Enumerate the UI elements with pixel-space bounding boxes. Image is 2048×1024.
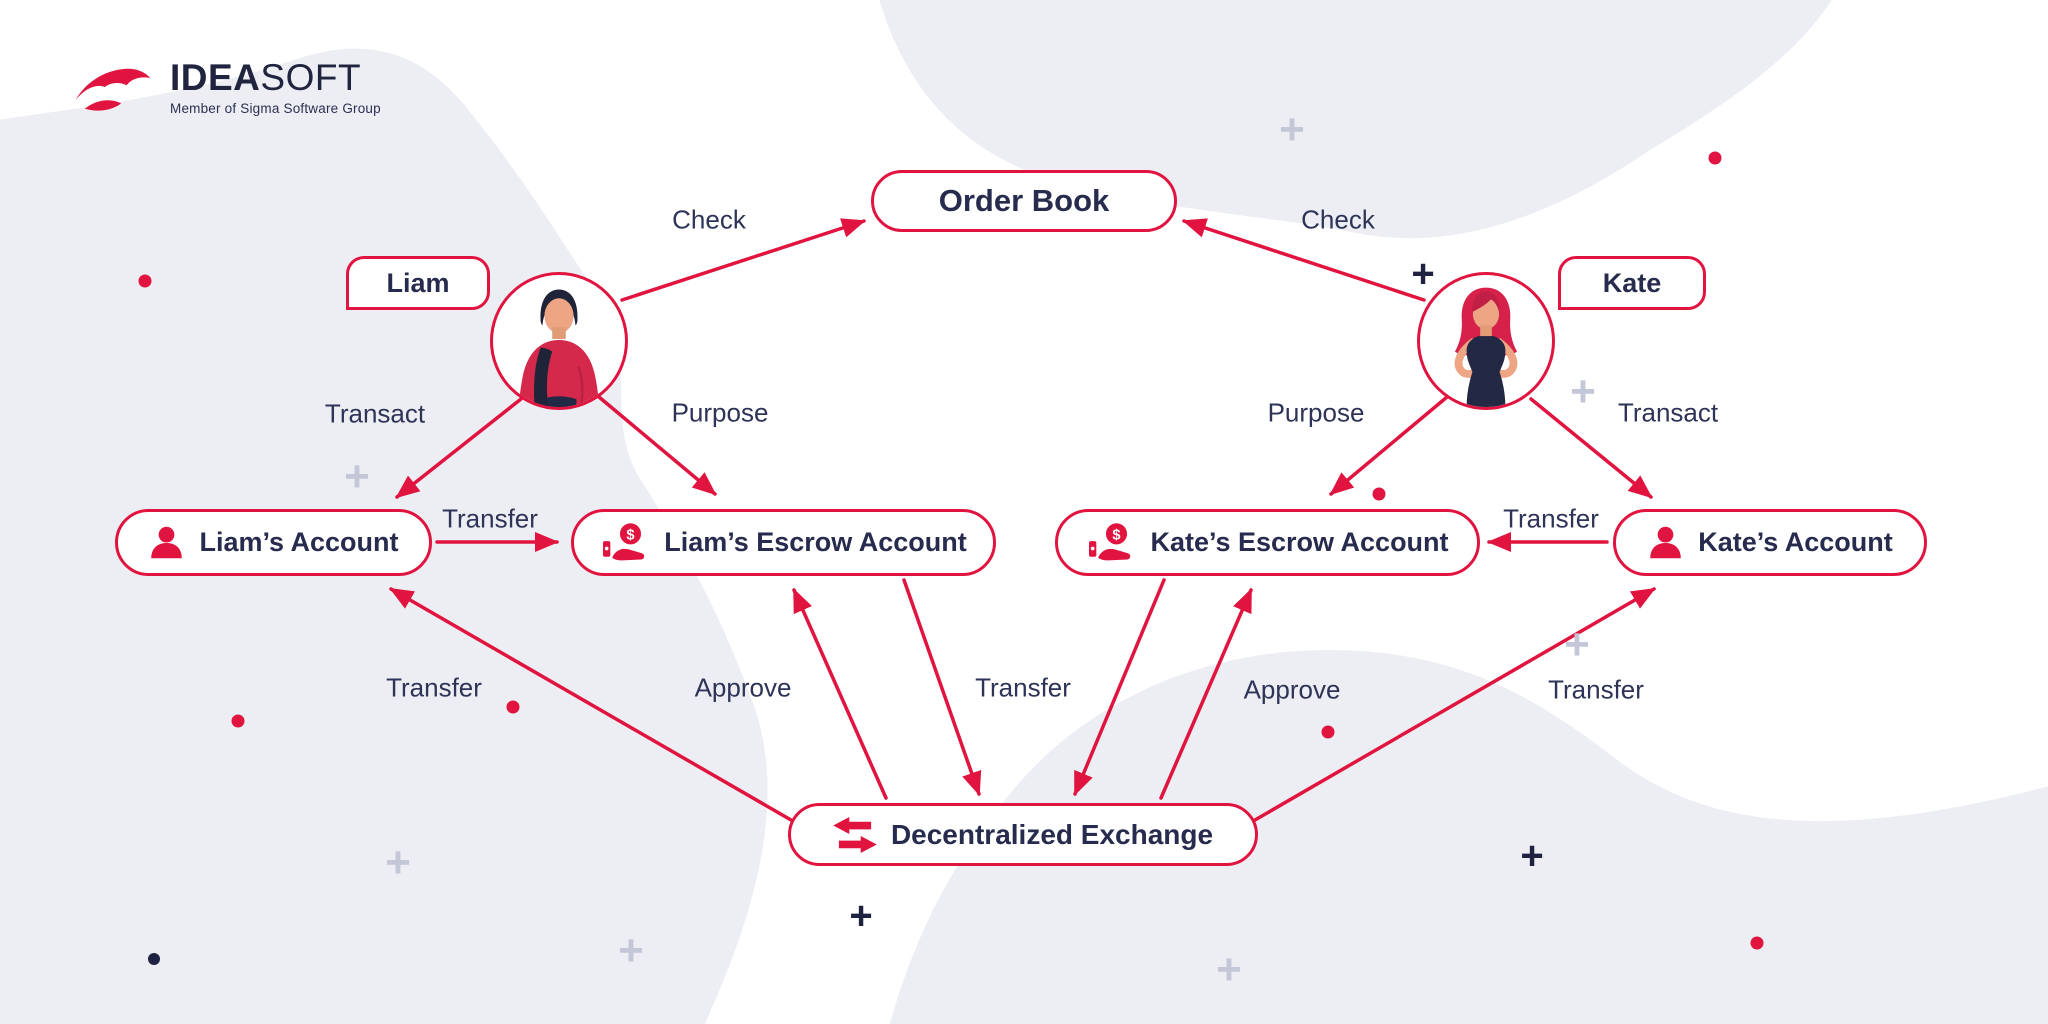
red-dot <box>138 274 152 288</box>
edge-label-transfer-dex-liam: Transfer <box>386 672 482 703</box>
red-dot <box>231 714 245 728</box>
dex-label: Decentralized Exchange <box>890 818 1214 850</box>
edge-label-transfer-kate-accounts: Transfer <box>1503 503 1599 534</box>
red-dot <box>506 700 520 714</box>
node-liam-escrow-account: $ Liam’s Escrow Account <box>571 509 996 576</box>
arrow-check-left <box>620 218 866 302</box>
node-decentralized-exchange: Decentralized Exchange <box>788 803 1258 866</box>
liam-account-label: Liam’s Account <box>199 527 399 557</box>
liam-escrow-label: Liam’s Escrow Account <box>664 527 967 557</box>
logo-tagline: Member of Sigma Software Group <box>170 100 381 116</box>
arrows <box>389 218 1656 822</box>
node-liam-account: Liam’s Account <box>115 509 432 576</box>
liam-illustration <box>519 289 599 407</box>
liam-avatar <box>490 272 628 410</box>
ideasoft-logo: IDEASOFT Member of Sigma Software Group <box>72 58 381 116</box>
arrow-approve-right <box>1159 588 1253 800</box>
plus-icon: + <box>1216 945 1242 994</box>
arrow-transfer-kate-escrow-to-dex <box>1073 578 1166 796</box>
plus-icon: + <box>849 894 873 938</box>
edge-label-transfer-escrows-dex: Transfer <box>975 672 1071 703</box>
logo-wordmark: IDEASOFT <box>170 59 381 96</box>
red-dot <box>1750 936 1764 950</box>
plus-icon: + <box>1564 620 1590 669</box>
plus-icon: + <box>1279 105 1305 154</box>
logo-brand-light: SOFT <box>260 56 362 98</box>
edge-label-transact-right: Transact <box>1617 397 1719 428</box>
plus-icon: + <box>1520 834 1544 878</box>
edge-label-approve-left: Approve <box>694 672 792 703</box>
red-dot <box>1708 151 1722 165</box>
swap-arrows-icon <box>833 816 877 853</box>
arrow-transact-right <box>1529 397 1653 499</box>
arrow-approve-left <box>792 588 888 800</box>
node-kate-account: Kate’s Account <box>1613 509 1927 576</box>
user-icon <box>148 524 185 561</box>
arrow-transfer-dex-to-liam-account <box>389 587 793 822</box>
plus-icon: + <box>1570 367 1596 416</box>
dollar-symbol: $ <box>1113 527 1121 543</box>
plus-icon: + <box>1411 252 1435 296</box>
node-order-book: Order Book <box>871 170 1177 232</box>
node-liam-name-tag: Liam <box>346 256 490 310</box>
plus-icon: + <box>344 452 370 501</box>
user-icon <box>1647 524 1684 561</box>
arrow-transfer-dex-to-kate-account <box>1253 587 1656 822</box>
red-dot <box>1321 725 1335 739</box>
arrow-purpose-right <box>1329 395 1449 496</box>
kate-account-label: Kate’s Account <box>1698 527 1893 557</box>
hand-coin-icon: $ <box>600 521 650 565</box>
liam-tag-label: Liam <box>386 267 450 298</box>
kate-escrow-label: Kate’s Escrow Account <box>1150 527 1449 557</box>
node-kate-name-tag: Kate <box>1558 256 1706 310</box>
dollar-symbol: $ <box>627 527 635 543</box>
arrow-check-right <box>1182 218 1426 302</box>
order-book-label: Order Book <box>938 183 1110 218</box>
logo-text: IDEASOFT Member of Sigma Software Group <box>170 59 381 116</box>
edge-label-purpose-right: Purpose <box>1267 397 1365 428</box>
edge-label-transfer-dex-kate: Transfer <box>1548 674 1644 705</box>
red-dot <box>1372 487 1386 501</box>
arrow-transfer-liam-escrow-to-dex <box>902 578 982 796</box>
edge-label-transfer-liam-accounts: Transfer <box>442 503 538 534</box>
plus-icon: + <box>618 926 644 975</box>
background-blob-bottom-right <box>889 650 2048 1024</box>
dark-dot <box>148 953 160 965</box>
kate-illustration <box>1454 287 1518 407</box>
edge-label-transact-left: Transact <box>324 398 426 429</box>
edge-label-approve-right: Approve <box>1243 674 1341 705</box>
kate-avatar <box>1417 272 1555 410</box>
hand-coin-icon: $ <box>1086 521 1136 565</box>
arrow-purpose-left <box>597 395 717 496</box>
logo-brand-bold: IDEA <box>170 56 261 98</box>
edge-label-check-right: Check <box>1301 204 1375 235</box>
edge-label-check-left: Check <box>672 204 746 235</box>
swallow-bird-logo-icon <box>72 58 154 116</box>
kate-tag-label: Kate <box>1602 267 1662 298</box>
node-kate-escrow-account: $ Kate’s Escrow Account <box>1055 509 1480 576</box>
arrow-transact-left <box>395 397 523 499</box>
plus-icon: + <box>385 838 411 887</box>
edge-label-purpose-left: Purpose <box>671 397 769 428</box>
